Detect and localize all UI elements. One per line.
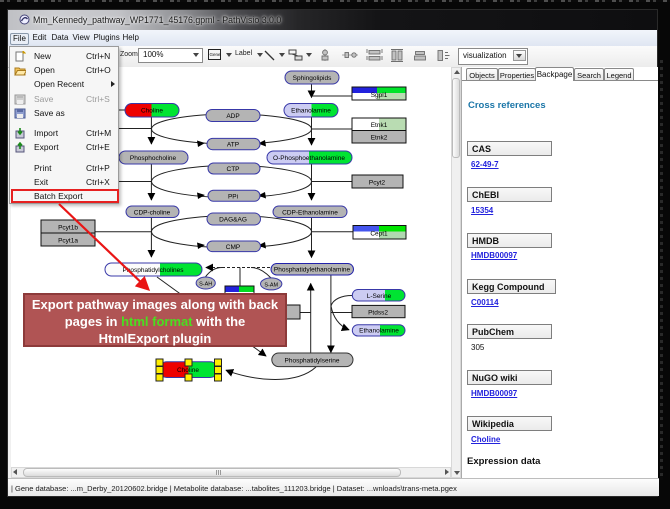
svg-text:Choline: Choline — [141, 108, 163, 115]
svg-text:Pcyt2: Pcyt2 — [369, 180, 386, 187]
svg-text:CDP-choline: CDP-choline — [134, 210, 171, 217]
svg-text:L-Serine: L-Serine — [367, 293, 392, 300]
svg-text:S-AH: S-AH — [199, 282, 212, 288]
svg-text:Ptdss2: Ptdss2 — [368, 309, 388, 316]
svg-text:S-AM: S-AM — [264, 282, 278, 288]
svg-text:CMP: CMP — [226, 244, 240, 251]
svg-text:Cept1: Cept1 — [370, 231, 388, 238]
svg-text:Etnk1: Etnk1 — [371, 122, 388, 129]
svg-text:Sgpl1: Sgpl1 — [371, 92, 388, 99]
svg-text:DAG&AG: DAG&AG — [219, 217, 247, 224]
svg-text:O-Phosphoethanolamine: O-Phosphoethanolamine — [273, 155, 345, 162]
svg-text:Choline: Choline — [177, 367, 199, 374]
svg-text:Sphingolipids: Sphingolipids — [293, 75, 332, 82]
svg-text:PPi: PPi — [228, 193, 238, 200]
svg-text:Pcyt1b: Pcyt1b — [58, 225, 78, 232]
svg-text:ATP: ATP — [227, 142, 239, 149]
svg-text:Phosphatidylcholines: Phosphatidylcholines — [122, 267, 184, 274]
svg-text:CDP-Ethanolamine: CDP-Ethanolamine — [282, 210, 338, 217]
svg-text:Phosphatidylethanolamine: Phosphatidylethanolamine — [274, 267, 351, 274]
svg-text:Ethanolamine: Ethanolamine — [291, 108, 331, 115]
svg-text:Etnk2: Etnk2 — [371, 135, 388, 142]
svg-text:Phosphocholine: Phosphocholine — [130, 155, 177, 162]
svg-text:ADP: ADP — [226, 113, 239, 120]
svg-text:Ethanolamine: Ethanolamine — [359, 328, 399, 335]
svg-text:Pcyt1a: Pcyt1a — [58, 238, 78, 245]
svg-text:CTP: CTP — [227, 166, 240, 173]
svg-text:Phosphatidylserine: Phosphatidylserine — [285, 358, 340, 365]
